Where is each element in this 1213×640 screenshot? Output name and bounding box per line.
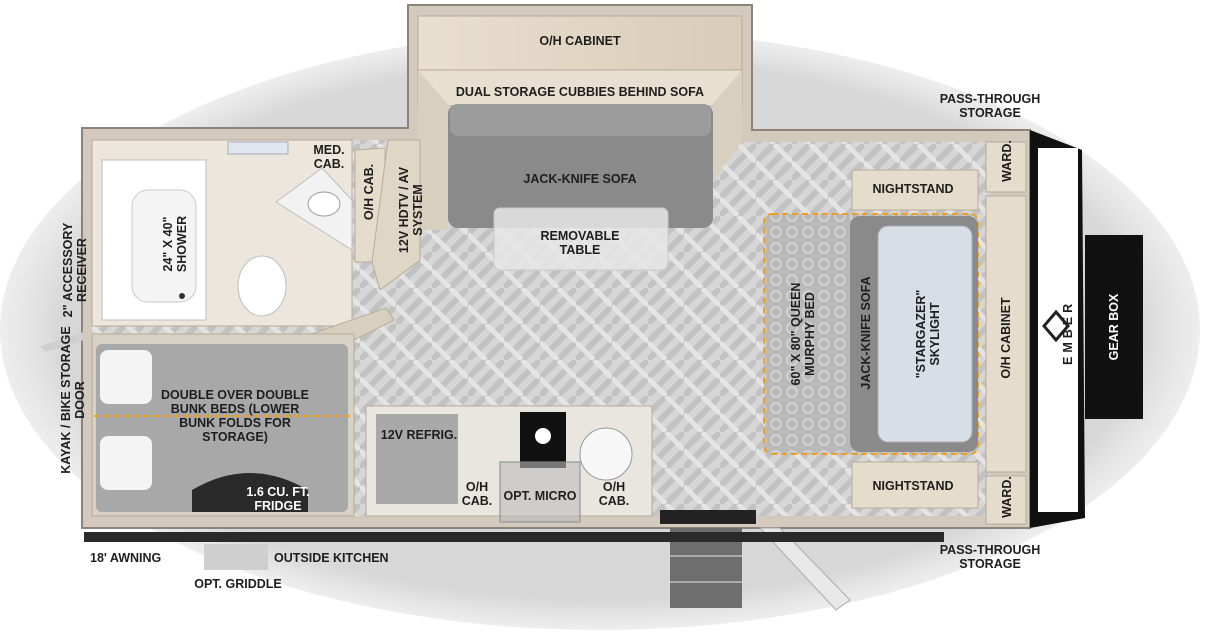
label-pass-through-top: PASS-THROUGH STORAGE: [939, 92, 1041, 120]
label-oh-cab-bath: O/H CAB.: [362, 163, 376, 221]
screen-door: [758, 527, 851, 611]
label-ward-bottom: WARD.: [1000, 476, 1014, 518]
kayak-door: [40, 332, 84, 352]
label-oh-cabinet-front: O/H CABINET: [999, 297, 1013, 379]
label-fridge-outside: 1.6 CU. FT. FRIDGE: [246, 485, 310, 513]
label-med-cab: MED. CAB.: [313, 143, 345, 171]
ember-logo-icon: [1042, 309, 1070, 343]
label-refrig: 12V REFRIG.: [380, 428, 458, 442]
nightstand-bottom: [851, 461, 979, 509]
med-cab: [227, 141, 289, 155]
label-jack-knife-sofa-bed: JACK-KNIFE SOFA: [859, 276, 873, 390]
label-nightstand-top: NIGHTSTAND: [872, 182, 954, 196]
oh-cabinet-front: [985, 195, 1027, 473]
label-hdtv: 12V HDTV / AV SYSTEM: [397, 166, 425, 254]
label-jack-knife-sofa-main: JACK-KNIFE SOFA: [523, 172, 637, 186]
label-pass-through-bottom: PASS-THROUGH STORAGE: [939, 543, 1041, 571]
label-kayak-door: KAYAK / BIKE STORAGE DOOR: [59, 326, 87, 474]
oh-cabinet-top: [417, 15, 743, 71]
hdtv-cabinet: [371, 139, 421, 291]
toilet-icon: [237, 255, 287, 317]
label-outside-kitchen: OUTSIDE KITCHEN: [274, 551, 389, 565]
gear-box: [1085, 235, 1143, 419]
label-opt-micro: OPT. MICRO: [503, 489, 577, 503]
bunk-pillow-bottom: [100, 436, 152, 490]
sofa-back: [450, 104, 711, 136]
bumpout-cabinet-left: [418, 70, 448, 230]
shower-tub: [131, 189, 197, 303]
bumpout-cabinet-right: [713, 70, 742, 180]
skylight: [877, 225, 973, 443]
label-gear-box: GEAR BOX: [1107, 293, 1121, 361]
label-storage-cubbies: DUAL STORAGE CUBBIES BEHIND SOFA: [455, 85, 705, 99]
label-accessory-receiver: 2" ACCESSORY RECEIVER: [61, 222, 89, 318]
label-skylight: "STARGAZER" SKYLIGHT: [914, 289, 942, 379]
bunk-pillow-top: [100, 350, 152, 404]
label-oh-cab-right: O/H CAB.: [598, 480, 630, 508]
label-awning: 18' AWNING: [90, 551, 162, 565]
entry-door: [660, 510, 756, 524]
opt-micro: [499, 461, 581, 523]
label-brand: EMBER: [1061, 299, 1075, 365]
label-removable-table: REMOVABLE TABLE: [540, 229, 620, 257]
label-oh-cabinet-top: O/H CABINET: [539, 34, 621, 48]
removable-table: [493, 207, 669, 271]
label-nightstand-bottom: NIGHTSTAND: [872, 479, 954, 493]
outside-griddle: [204, 544, 268, 570]
label-shower: 24" X 40" SHOWER: [161, 215, 189, 273]
shower-drain-icon: [179, 293, 185, 299]
label-opt-griddle: OPT. GRIDDLE: [194, 577, 282, 591]
label-murphy-bed: 60" X 80" QUEEN MURPHY BED: [789, 282, 817, 386]
burner-icon: [535, 428, 551, 444]
ward-top: [985, 141, 1027, 193]
ward-bottom: [985, 475, 1027, 525]
sink-icon: [307, 191, 341, 217]
front-cap-panel: [1038, 148, 1078, 512]
refrigerator: [376, 414, 458, 504]
label-bunk-beds: DOUBLE OVER DOUBLE BUNK BEDS (LOWER BUNK…: [161, 388, 309, 444]
nightstand-top: [851, 169, 979, 211]
label-oh-cab-left: O/H CAB.: [461, 480, 493, 508]
outside-fridge: [192, 473, 308, 512]
kitchen-sink-icon: [579, 427, 633, 481]
awning-bar: [84, 532, 944, 542]
bunk-mattress: [96, 344, 348, 512]
label-ward-top: WARD.: [1000, 140, 1014, 182]
